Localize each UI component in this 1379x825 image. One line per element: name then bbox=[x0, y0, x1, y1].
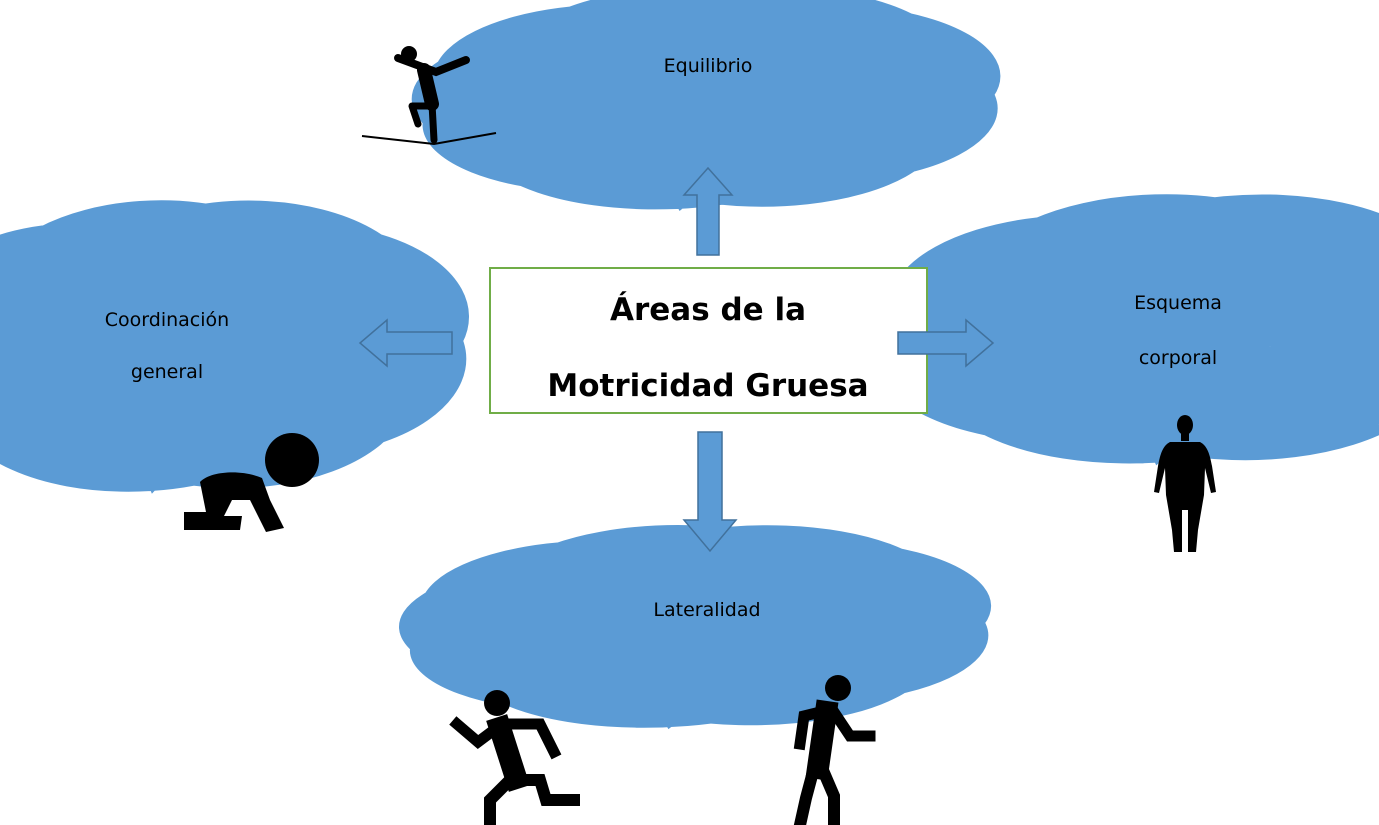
corporal-label: corporal bbox=[1139, 347, 1217, 369]
tightrope-walker-icon bbox=[361, 46, 497, 146]
coordinacion-label: Coordinación bbox=[105, 309, 229, 331]
center-title-line1: Áreas de la bbox=[610, 292, 806, 328]
lateralidad-label: Lateralidad bbox=[653, 599, 760, 621]
cloud-esquema-corporal: Esquema corporal bbox=[1006, 258, 1364, 400]
center-title-line2: Motricidad Gruesa bbox=[547, 368, 868, 404]
arrow-down bbox=[682, 431, 738, 553]
general-label: general bbox=[131, 361, 203, 383]
walking-person-icon bbox=[793, 675, 876, 825]
cloud-lateralidad: Lateralidad bbox=[529, 573, 862, 680]
esquema-label: Esquema bbox=[1134, 292, 1222, 314]
cloud-coordinacion-general: Coordinación general bbox=[15, 269, 342, 422]
running-person-icon bbox=[449, 690, 580, 825]
arrow-left bbox=[358, 318, 453, 368]
center-box: Áreas de la Motricidad Gruesa bbox=[489, 267, 928, 414]
cloud-equilibrio: Equilibrio bbox=[541, 40, 872, 157]
arrow-up bbox=[682, 166, 734, 256]
human-body-icon bbox=[1154, 415, 1216, 552]
equilibrio-label: Equilibrio bbox=[664, 55, 753, 77]
crawling-baby-icon bbox=[184, 433, 319, 532]
arrow-right bbox=[897, 318, 995, 368]
